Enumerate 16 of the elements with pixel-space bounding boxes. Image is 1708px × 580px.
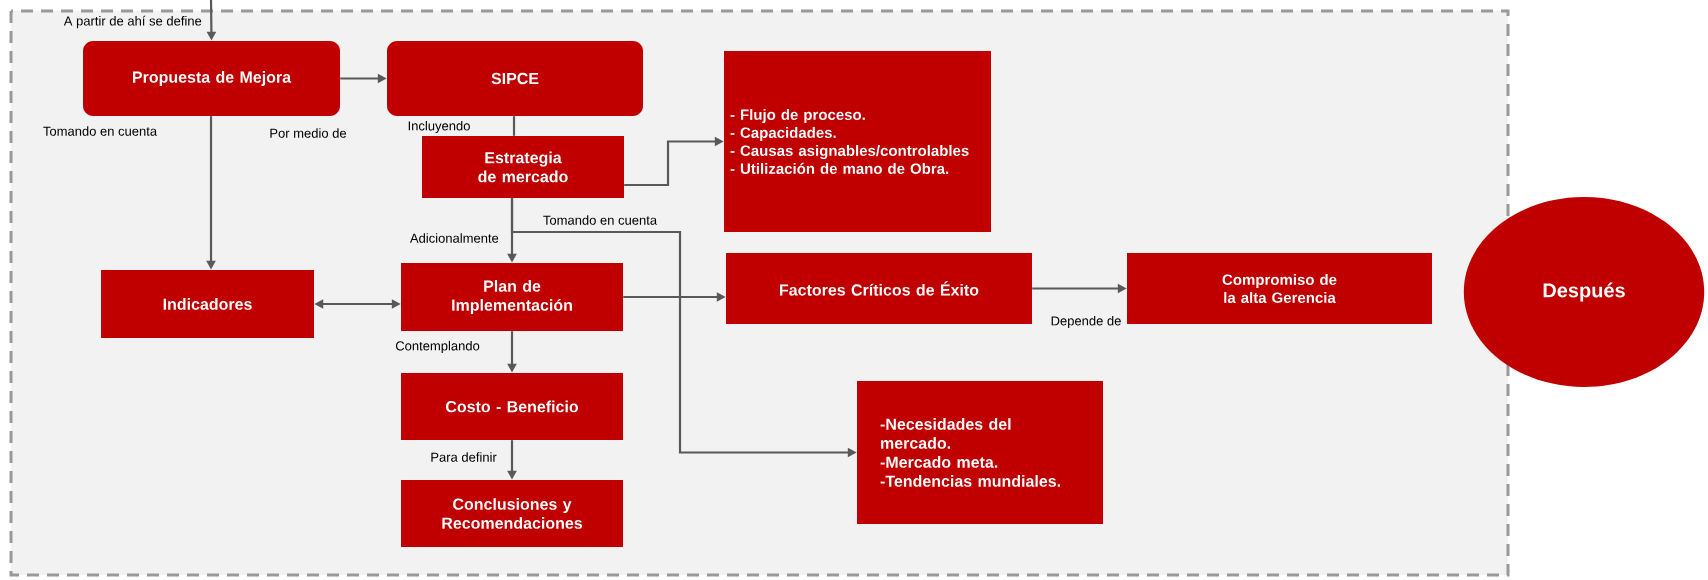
process-box: Factores Críticos de Éxito xyxy=(726,253,1032,324)
edge-label: Por medio de xyxy=(268,127,348,139)
edge-label: Para definir xyxy=(429,451,498,463)
process-box: - Flujo de proceso. - Capacidades. - Causas asignables/controlables - Utilización de mano de Obra. xyxy=(724,51,991,232)
process-box: Costo - Beneficio xyxy=(401,373,623,440)
edge-label: Adicionalmente xyxy=(408,232,500,244)
process-box: SIPCE xyxy=(387,41,643,116)
process-box: Conclusiones y Recomendaciones xyxy=(401,480,623,547)
process-box: Plan de Implementación xyxy=(401,263,623,331)
process-box: Estrategia de mercado xyxy=(422,136,624,198)
edge-label: Tomando en cuenta xyxy=(541,214,659,226)
edge-label: Tomando en cuenta xyxy=(41,125,159,137)
process-box: Indicadores xyxy=(101,270,314,338)
process-box: Propuesta de Mejora xyxy=(83,41,340,116)
process-box: -Necesidades del mercado. -Mercado meta. -Tendencias mundiales. xyxy=(857,381,1103,524)
process-box: Compromiso de la alta Gerencia xyxy=(1127,253,1432,324)
